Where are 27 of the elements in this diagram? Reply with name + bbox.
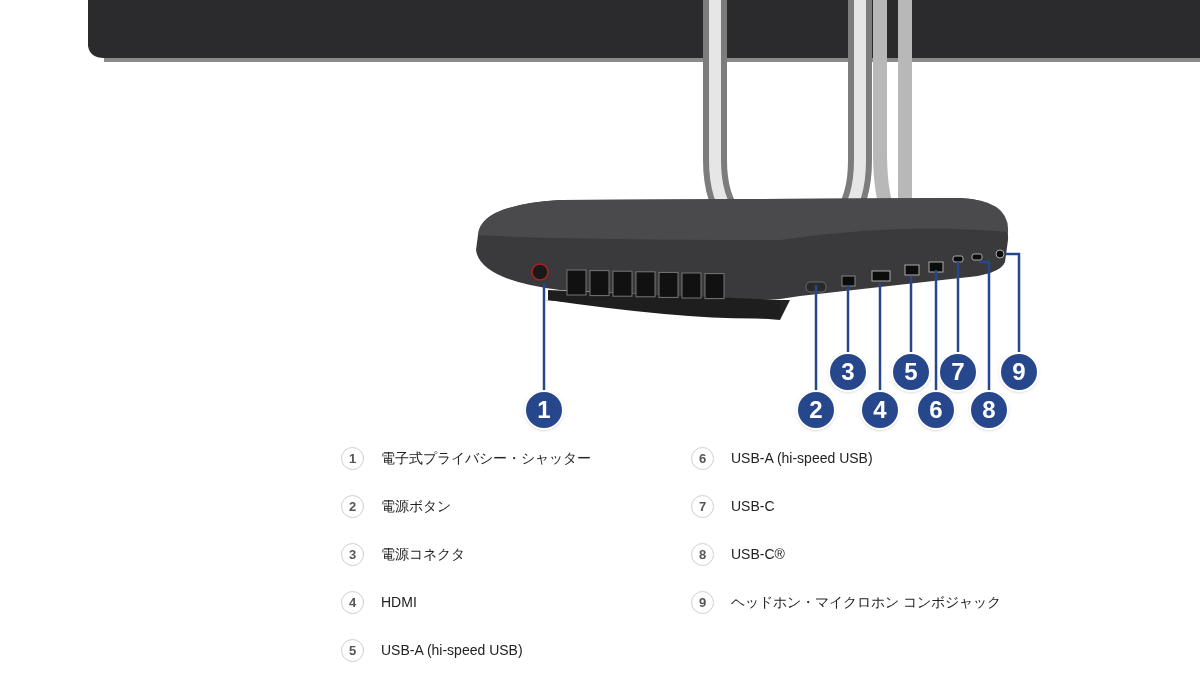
leader-line [956, 262, 960, 352]
callout-number: 3 [828, 352, 868, 392]
callout-number: 1 [524, 390, 564, 430]
callout-number: 8 [969, 390, 1009, 430]
leader-line [1006, 252, 1021, 352]
item-text: 電源ボタン [381, 497, 451, 516]
leader-line [979, 260, 991, 390]
callout-number: 6 [916, 390, 956, 430]
callout-number: 9 [999, 352, 1039, 392]
leader-line [814, 285, 818, 390]
leader-line [878, 283, 882, 390]
leader-line [846, 285, 850, 352]
item-text: USB-C [731, 497, 775, 516]
callout-number: 5 [891, 352, 931, 392]
item-text: ヘッドホン・マイクロホン コンボジャック [731, 593, 1001, 612]
item-text: USB-A (hi-speed USB) [381, 641, 523, 660]
item-text: 電源コネクタ [381, 545, 465, 564]
item-text: 電子式プライバシー・シャッター [381, 449, 591, 468]
callout-number: 4 [860, 390, 900, 430]
leader-line [934, 270, 938, 390]
leader-line [909, 276, 913, 352]
callout-number: 2 [796, 390, 836, 430]
callout-number: 7 [938, 352, 978, 392]
item-text: USB-A (hi-speed USB) [731, 449, 873, 468]
item-text: USB-C® [731, 545, 785, 564]
item-text: HDMI [381, 593, 417, 612]
leader-line [542, 283, 546, 390]
